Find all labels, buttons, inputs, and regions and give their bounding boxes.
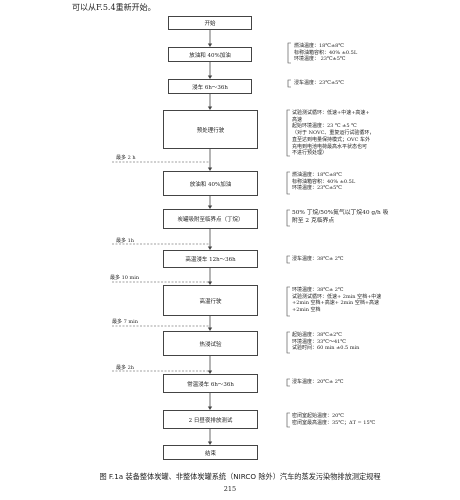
note-bracket [286, 331, 290, 354]
arrow-head [207, 167, 213, 171]
step-drain-refuel-2: 放油和 40%加油 [163, 171, 258, 196]
note-hot-soak-vehicle: 浸车温度：38℃± 2℃ [292, 256, 344, 262]
note-bracket [286, 412, 290, 428]
arrow-head [207, 106, 213, 110]
gap-label-max-2h: 最多 2 h [116, 155, 136, 161]
step-hot-drive: 高温行驶 [163, 285, 258, 316]
step-start: 开始 [168, 16, 252, 30]
step-canister-load: 炭罐吸附至临界点（丁烷） [163, 209, 258, 229]
arrow-head [207, 43, 213, 47]
note-bracket [286, 378, 290, 387]
gap-label-max-2h-b: 最多 2h [116, 365, 134, 371]
arrow-head [207, 406, 213, 410]
arrow-head [207, 205, 213, 209]
note-bracket [287, 42, 291, 64]
arrow-head [207, 441, 213, 445]
gap-label-max-1h: 最多 1h [116, 238, 134, 244]
arrow-head [207, 281, 213, 285]
step-end: 结束 [163, 445, 258, 460]
arrow-head [207, 75, 213, 79]
step-diurnal-test: 2 日昼夜排放测试 [163, 410, 258, 429]
step-drain-refuel-1: 放油和 40%加油 [168, 47, 252, 62]
note-canister-load: 50% 丁烷/50%氮气以丁烷40 g/h 吸附至 2 克临界点 [292, 210, 389, 224]
step-ambient-soak: 常温浸车 6h～36h [163, 374, 258, 393]
note-bracket [286, 109, 290, 157]
page-number: 215 [223, 485, 237, 493]
arrow-head [207, 370, 213, 374]
intro-text: 可以从F.5.4重新开始。 [72, 3, 156, 12]
figure-caption: 图 F.1a 装备整体炭罐、非整体炭罐系统（NIRCO 除外）汽车的蒸发污染物排… [99, 472, 381, 481]
arrow-head [207, 246, 213, 250]
note-precondition-drive: 试验测试循环：低速+中速+高速+高速起始环境温度：23 ℃ ±5 ℃（对于 NO… [292, 110, 375, 157]
step-soak-1: 浸车 6h～36h [168, 79, 252, 94]
note-bracket [286, 286, 290, 317]
note-bracket [286, 209, 290, 227]
gap-label-max-7min: 最多 7 min [112, 319, 138, 325]
step-hot-soak-vehicle: 高温浸车 12h～36h [163, 250, 258, 268]
note-bracket [286, 171, 290, 195]
note-soak-1: 浸车温度：23℃±5℃ [294, 80, 344, 86]
arrow-head [207, 327, 213, 331]
note-bracket [287, 79, 291, 88]
step-precondition-drive: 预处理行驶 [163, 110, 258, 149]
step-hot-soak-test: 热浸试验 [163, 331, 258, 356]
gap-label-max-10min: 最多 10 min [110, 275, 140, 281]
note-bracket [286, 255, 290, 264]
note-ambient-soak: 浸车温度：20℃± 2℃ [292, 379, 344, 385]
